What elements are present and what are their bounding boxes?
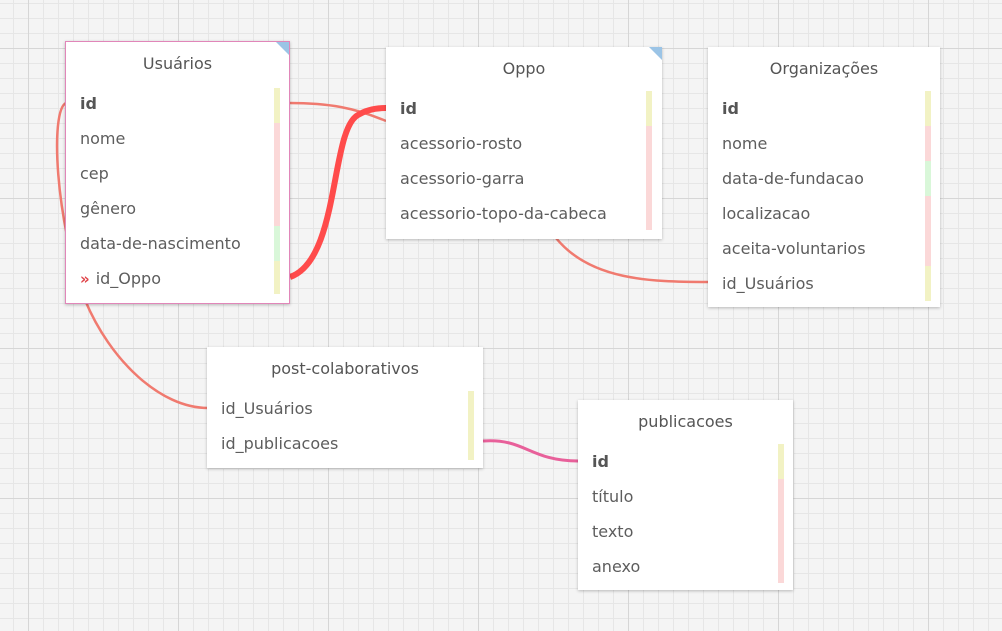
table-title: Organizações [769, 59, 879, 78]
field-list: id acessorio-rosto acessorio-garra acess… [386, 91, 662, 231]
field-color-strip [274, 261, 280, 294]
field-acessorio-rosto[interactable]: acessorio-rosto [400, 134, 523, 153]
field-data-de-fundacao[interactable]: data-de-fundacao [722, 169, 864, 188]
table-title: publicacoes [638, 412, 733, 431]
field-nome[interactable]: nome [722, 134, 768, 153]
table-post-colaborativos[interactable]: post-colaborativos id_Usuários id_public… [207, 347, 483, 468]
field-color-strip [925, 196, 931, 266]
table-title: Usuários [142, 54, 213, 73]
field-anexo[interactable]: anexo [592, 557, 641, 576]
field-cep[interactable]: cep [80, 164, 109, 183]
field-color-strip [274, 226, 280, 261]
table-oppo[interactable]: Oppo id acessorio-rosto acessorio-garra … [386, 47, 662, 239]
field-list: id título texto anexo [578, 444, 793, 584]
field-titulo[interactable]: título [592, 487, 634, 506]
field-data-de-nascimento[interactable]: data-de-nascimento [80, 234, 241, 253]
field-color-strip [925, 126, 931, 161]
field-id-usuarios[interactable]: id_Usuários [221, 399, 313, 418]
table-corner-marker [649, 47, 662, 60]
field-id[interactable]: id [80, 94, 97, 113]
table-title: Oppo [502, 59, 546, 78]
field-color-strip [925, 266, 931, 301]
field-color-strip [274, 123, 280, 226]
foreign-key-icon: » [80, 270, 90, 288]
field-id[interactable]: id [592, 452, 609, 471]
field-id-usuarios[interactable]: id_Usuários [722, 274, 814, 293]
relation-oppo-id-to-usuarios-id-oppo[interactable] [288, 105, 387, 280]
field-label: id_Oppo [95, 269, 161, 288]
table-title: post-colaborativos [271, 359, 419, 378]
field-localizacao[interactable]: localizacao [722, 204, 811, 223]
table-corner-marker [276, 42, 289, 55]
relation-publicacoes-id-to-post-colaborativos[interactable] [482, 439, 579, 463]
field-list: id nome cep gênero data-de-nascimento » i… [66, 86, 289, 296]
table-publicacoes[interactable]: publicacoes id título texto anexo [578, 400, 793, 590]
field-id-oppo[interactable]: » id_Oppo [66, 261, 289, 296]
field-list: id nome data-de-fundacao localizacao ace… [708, 91, 940, 301]
field-list: id_Usuários id_publicacoes [207, 391, 483, 461]
field-color-strip [274, 88, 280, 123]
field-color-strip [646, 126, 652, 230]
field-color-strip [925, 91, 931, 126]
field-color-strip [925, 161, 931, 196]
table-usuarios[interactable]: Usuários id nome cep gênero data-de-nasc… [65, 41, 290, 304]
field-genero[interactable]: gênero [80, 199, 136, 218]
field-id-publicacoes[interactable]: id_publicacoes [221, 434, 339, 453]
field-aceita-voluntarios[interactable]: aceita-voluntarios [722, 239, 866, 258]
relation-usuarios-id-to-organizacoes-id-usuarios[interactable] [555, 237, 709, 284]
table-organizacoes[interactable]: Organizações id nome data-de-fundacao lo… [708, 47, 940, 307]
field-id[interactable]: id [400, 99, 417, 118]
field-texto[interactable]: texto [592, 522, 634, 541]
field-nome[interactable]: nome [80, 129, 126, 148]
field-color-strip [646, 91, 652, 126]
relation-usuarios-id-to-oppo[interactable] [288, 101, 387, 123]
field-color-strip [778, 444, 784, 479]
field-id[interactable]: id [722, 99, 739, 118]
field-acessorio-topo-da-cabeca[interactable]: acessorio-topo-da-cabeca [400, 204, 607, 223]
field-acessorio-garra[interactable]: acessorio-garra [400, 169, 525, 188]
field-color-strip [468, 391, 474, 460]
field-color-strip [778, 479, 784, 583]
